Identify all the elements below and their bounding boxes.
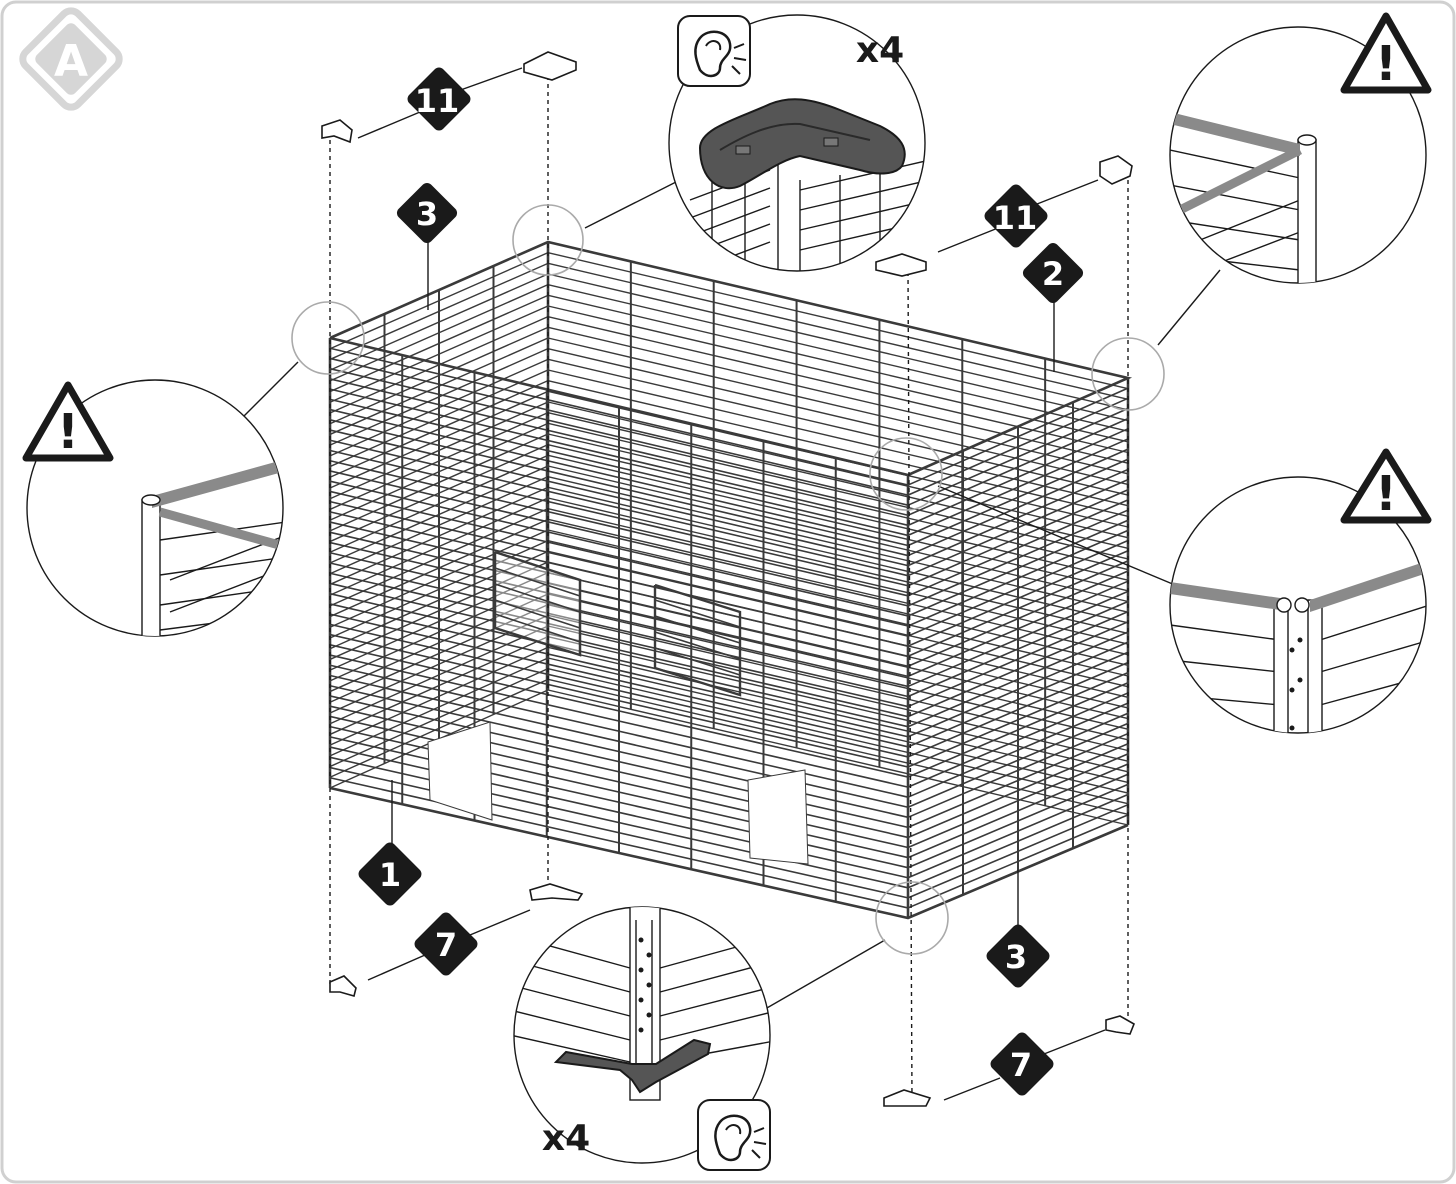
detail-top-corner: x4 (668, 14, 926, 272)
badge-top-corner-right: 11 (984, 184, 1048, 248)
wire-bar (547, 475, 1129, 613)
part-badges: 11 3 11 2 1 7 3 7 (358, 67, 1084, 1096)
badge-front-panel: 1 (358, 842, 422, 906)
svg-text:11: 11 (993, 199, 1038, 237)
wire-bar (547, 497, 1129, 635)
detail-left-corner: ! (22, 379, 284, 637)
wire-bar (547, 326, 1129, 464)
wire-bar (547, 635, 1129, 773)
wire-bar (547, 369, 1129, 507)
wire-bar (547, 294, 1129, 432)
bottom-corner-foot (553, 1038, 712, 1094)
warning-triangle-icon: ! (1340, 12, 1432, 94)
badge-side-panel: 2 (1022, 242, 1084, 304)
wire-bar (547, 625, 1129, 762)
panel-back-right (547, 241, 1129, 826)
svg-text:!: ! (1375, 466, 1397, 522)
wire-bar (547, 465, 1129, 603)
svg-text:!: ! (1375, 36, 1397, 92)
wire-bar (547, 422, 1129, 560)
wire-bar (547, 486, 1129, 624)
svg-text:3: 3 (416, 195, 438, 233)
detail-bottom-corner: x4 (513, 906, 771, 1171)
wire-bar (547, 614, 1129, 752)
badge-end-panel-right: 3 (986, 924, 1050, 988)
badge-bottom-corner-right: 7 (990, 1032, 1054, 1096)
cage (328, 240, 1133, 920)
detail-right-mid-corner: ! (1169, 448, 1432, 734)
door-right (653, 583, 742, 697)
svg-text:2: 2 (1042, 255, 1064, 293)
wire-bar (547, 305, 1129, 443)
svg-text:3: 3 (1005, 938, 1027, 976)
wire-bar (547, 315, 1129, 454)
leader-lines (239, 67, 1221, 1101)
badge-top-corner-left: 11 (407, 67, 471, 131)
alignment-lines (329, 76, 1129, 1101)
ear-click-icon (677, 15, 751, 87)
svg-text:7: 7 (435, 926, 457, 964)
floor-opening-right (747, 769, 809, 865)
wire-bar (547, 251, 1129, 390)
warning-triangle-icon: ! (1340, 448, 1432, 524)
wire-bar (547, 603, 1129, 741)
warning-triangle-icon: ! (22, 381, 114, 462)
badge-bottom-corner-left: 7 (414, 912, 478, 976)
wire-bar (547, 518, 1129, 656)
wire-bar (547, 454, 1129, 592)
corner-pieces (321, 51, 1136, 1107)
wire-bar (547, 379, 1129, 518)
wire-bar (547, 689, 1129, 826)
wire-bar (547, 401, 1129, 539)
wire-bar (547, 443, 1129, 581)
detail-right-top-corner: ! (1169, 12, 1432, 284)
svg-text:1: 1 (379, 856, 401, 894)
badge-end-panel-left: 3 (396, 182, 458, 244)
bottom-corner-qty: x4 (542, 1118, 590, 1159)
step-letter: A (54, 36, 88, 87)
wire-bar (547, 529, 1129, 667)
wire-bar (547, 358, 1129, 496)
ear-click-icon (697, 1099, 771, 1171)
wire-bar (547, 646, 1129, 784)
panel-front (329, 337, 909, 919)
wire-bar (547, 667, 1129, 805)
step-badge: A (19, 7, 123, 111)
svg-text:!: ! (57, 404, 79, 460)
svg-text:7: 7 (1010, 1046, 1032, 1084)
wire-bar (547, 273, 1129, 411)
floor-opening-left (427, 721, 493, 821)
wire-bar (547, 678, 1129, 816)
top-corner-cap (698, 98, 906, 190)
wire-bar (547, 433, 1129, 571)
top-connector-piece (321, 119, 353, 144)
wire-bar (547, 262, 1129, 400)
door-left (493, 550, 582, 657)
wire-bar (547, 657, 1129, 794)
zoom-markers (291, 204, 1165, 955)
svg-text:11: 11 (415, 82, 460, 120)
panel-front-right (907, 377, 1129, 919)
wire-bar (547, 593, 1129, 730)
top-corner-qty: x4 (856, 30, 904, 71)
wire-bar (547, 507, 1129, 645)
wire-bar (547, 283, 1129, 422)
